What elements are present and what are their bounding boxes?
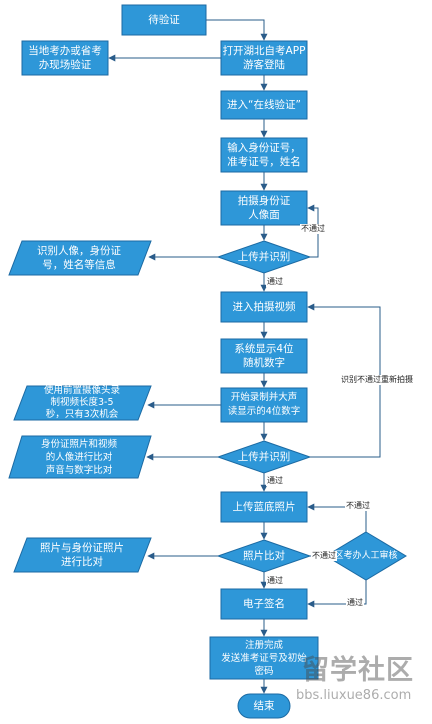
edge-label-fail-review: 不通过 xyxy=(345,501,371,511)
e-sign-node xyxy=(220,588,308,620)
recognize-info-node xyxy=(8,240,152,276)
edge-label-pass-1: 通过 xyxy=(266,277,284,287)
camera-note-node xyxy=(13,385,152,421)
register-done-node xyxy=(209,636,319,680)
edge-label-retake: 识别不通过重新拍摄 xyxy=(340,375,414,385)
upload-blue-photo-node xyxy=(220,491,308,523)
online-verify-node xyxy=(220,90,308,120)
manual-review-node xyxy=(325,531,407,581)
input-info-node xyxy=(220,137,308,173)
edge-label-pass-2: 通过 xyxy=(266,476,284,486)
edge-label-fail-compare: 不通过 xyxy=(311,551,337,561)
upload-recognize-1-node xyxy=(216,240,312,274)
edge-label-fail-1: 不通过 xyxy=(300,224,326,234)
photo-id-compare-node xyxy=(13,537,152,573)
edge-start-to-app xyxy=(206,19,268,41)
start-record-node xyxy=(220,387,308,423)
compare-note-node xyxy=(8,435,152,479)
app-login-node xyxy=(220,40,308,76)
enter-video-node xyxy=(220,291,308,323)
edge-label-pass-review: 通过 xyxy=(346,598,364,608)
onsite-verify-node xyxy=(21,40,109,76)
show-digits-node xyxy=(220,338,308,374)
edge-label-pass-compare: 通过 xyxy=(266,576,284,586)
edge-review-pass xyxy=(307,580,367,608)
end-node xyxy=(237,693,291,719)
photo-id-node xyxy=(220,190,308,226)
photo-compare-node xyxy=(216,539,312,573)
upload-recognize-2-node xyxy=(216,440,312,474)
start-node xyxy=(121,4,207,36)
